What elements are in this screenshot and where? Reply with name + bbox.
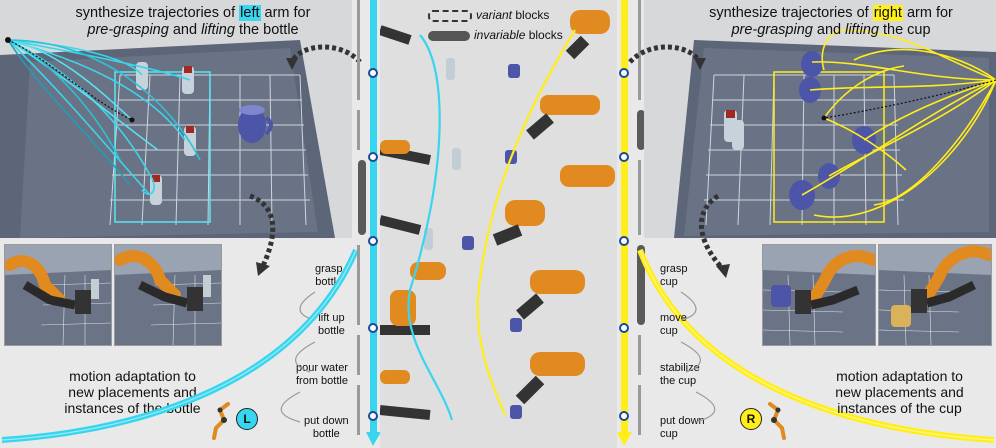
left-arm-badge: L: [236, 408, 258, 430]
left-title-prefix: synthesize trajectories of: [75, 5, 240, 21]
right-title-suffix: arm for: [902, 5, 953, 21]
left-title-object: the bottle: [234, 22, 299, 38]
right-flow-overlay: [628, 44, 995, 443]
left-title-suffix: arm for: [260, 5, 311, 21]
left-adaptation-photo-1: [4, 244, 112, 346]
left-step-4: put down bottle: [304, 415, 349, 440]
right-step-2: move cup: [660, 312, 687, 337]
legend-invariable-suffix: blocks: [525, 28, 563, 42]
right-robot-icon: [768, 402, 786, 440]
right-title-pregrasping: pre-grasping: [731, 22, 813, 38]
left-title-lifting: lifting: [201, 22, 235, 38]
right-title-and: and: [812, 22, 846, 38]
left-caption-line-1: motion adaptation to: [69, 368, 196, 384]
right-caption-line-2: new placements and: [835, 384, 964, 400]
right-step-1: grasp cup: [660, 263, 688, 288]
left-title-and: and: [168, 22, 202, 38]
left-adaptation-photo-2: [114, 244, 222, 346]
left-step-2: lift up bottle: [318, 312, 345, 337]
right-caption-line-3: instances of the cup: [837, 400, 962, 416]
left-title-pregrasping: pre-grasping: [87, 22, 169, 38]
left-table-scene: [0, 37, 335, 238]
right-timeline-bar: [617, 0, 645, 446]
right-title-highlight: right: [872, 5, 903, 21]
left-step-3: pour water from bottle: [296, 362, 348, 387]
variant-block-swatch: [428, 9, 472, 22]
right-adaptation-photo-2: [878, 244, 992, 346]
legend-variant-label: variant: [476, 8, 513, 22]
right-table-scene: [674, 29, 996, 238]
legend-variant-suffix: blocks: [512, 8, 550, 22]
right-title-object: the cup: [878, 22, 931, 38]
left-caption-line-2: new placements and: [68, 384, 197, 400]
invariable-block-swatch: [428, 30, 470, 41]
left-timeline-bar: [357, 0, 381, 446]
right-arm-badge: R: [740, 408, 762, 430]
left-trajectory-panel: [0, 0, 352, 238]
right-step-arrows: [680, 291, 716, 423]
left-flow-overlay: [1, 44, 362, 443]
right-step-4: put down cup: [660, 415, 705, 440]
right-panel-title: synthesize trajectories of right arm for…: [686, 5, 976, 39]
left-panel-title: synthesize trajectories of left arm for …: [48, 5, 338, 39]
right-adaptation-photo-1: [762, 244, 876, 346]
legend-variant: variant blocks: [428, 8, 549, 22]
legend-invariable-label: invariable: [474, 28, 526, 42]
left-title-highlight: left: [239, 5, 261, 21]
right-caption-line-1: motion adaptation to: [836, 368, 963, 384]
center-execution-panel: [380, 0, 617, 448]
right-title-lifting: lifting: [845, 22, 879, 38]
right-caption: motion adaptation to new placements and …: [812, 368, 987, 416]
left-robot-icon: [212, 402, 230, 440]
legend-invariable: invariable blocks: [428, 28, 563, 42]
right-trajectory-panel: [644, 0, 996, 238]
right-title-prefix: synthesize trajectories of: [709, 5, 873, 21]
